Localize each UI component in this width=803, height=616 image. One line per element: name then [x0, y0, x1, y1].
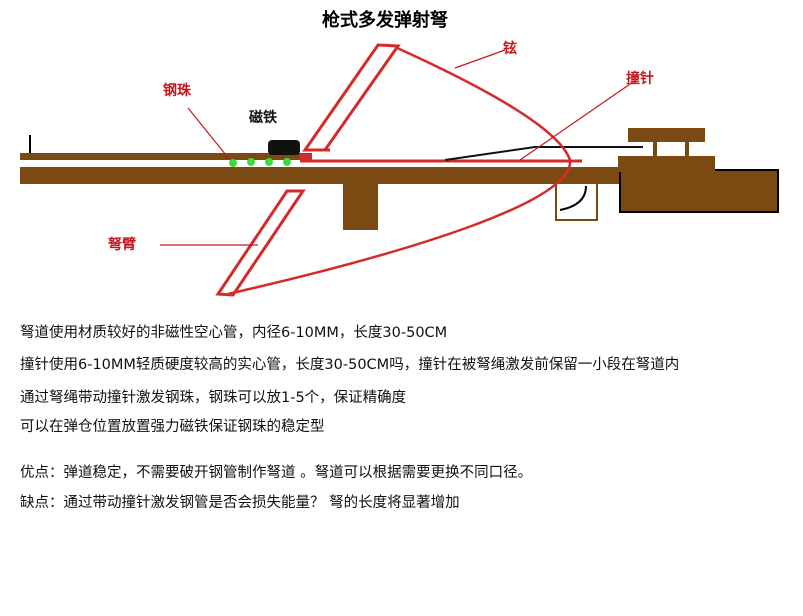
bow-string	[227, 45, 572, 296]
label-steel-ball: 钢珠	[163, 83, 191, 99]
steel-ball	[247, 158, 255, 166]
main-bar	[20, 167, 620, 184]
diagram-title: 枪式多发弹射弩	[322, 10, 448, 31]
steel-balls	[229, 158, 291, 167]
leader-lines	[160, 49, 634, 246]
label-string: 铉	[503, 41, 517, 57]
foregrip	[343, 184, 378, 230]
crossbow-drawing	[20, 43, 779, 297]
description-line: 撞针使用6-10MM轻质硬度较高的实心管，长度30-50CM吗，撞针在被弩绳激发…	[20, 357, 680, 373]
cons-text: 缺点：通过带动撞针激发钢管是否会损失能量？ 弩的长度将显著增加	[20, 495, 460, 511]
top-rail	[20, 153, 312, 160]
description-line: 可以在弹仓位置放置强力磁铁保证钢珠的稳定型	[20, 419, 325, 435]
rear-sight-block	[628, 128, 705, 142]
lower-arm	[215, 189, 306, 297]
description-line: 通过弩绳带动撞针激发钢珠，钢珠可以放1-5个，保证精确度	[20, 390, 407, 406]
magnet	[268, 140, 300, 155]
stock	[619, 169, 779, 213]
crossbow-body	[20, 128, 779, 230]
stock-top	[618, 156, 715, 172]
description-line: 弩道使用材质较好的非磁性空心管，内径6-10MM，长度30-50CM	[20, 325, 448, 341]
pros-text: 优点：弹道稳定，不需要破开钢管制作弩道 。弩道可以根据需要更换不同口径。	[20, 465, 533, 481]
trigger-guard	[555, 178, 598, 221]
label-firing-pin: 撞针	[626, 71, 654, 87]
upper-arm	[302, 43, 401, 152]
label-arm: 弩臂	[108, 237, 136, 253]
firing-pin	[300, 146, 643, 163]
steel-ball	[229, 159, 237, 167]
crossbow-arms	[215, 43, 401, 297]
steel-ball	[265, 158, 273, 166]
trigger	[559, 185, 587, 211]
label-magnet: 磁铁	[249, 110, 277, 126]
steel-ball	[283, 158, 291, 166]
